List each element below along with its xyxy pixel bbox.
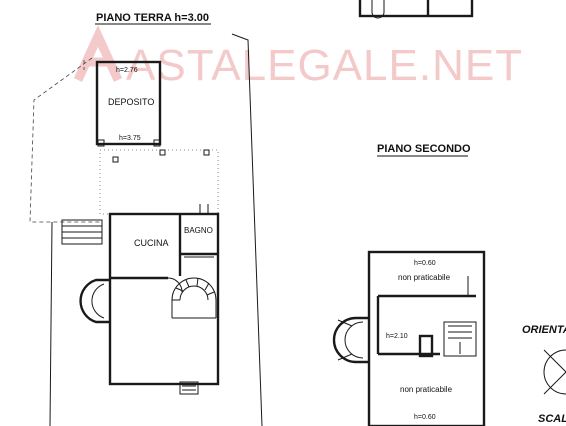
compass-needle [543,371,566,395]
deposito-walls [95,60,162,146]
compass-icon [543,349,566,395]
compass-needle [543,349,566,373]
second-floor-stair [418,321,477,358]
ground-floor-plan: PIANO TERRA h=3.00 DEPOSITO h=2.76 h=3.7… [29,12,263,426]
ground-floor-title: PIANO TERRA h=3.00 [96,12,209,24]
bay-window-inner [91,283,105,319]
stair-tread [185,279,190,288]
deposito-height-top: h=2.76 [116,67,138,74]
chimney-block [418,334,434,358]
bay-window-outer [332,316,369,364]
deposito-room: DEPOSITO h=2.76 h=3.75 [95,60,162,147]
house: CUCINA BAGNO [61,204,220,395]
stair-tread [206,291,215,296]
second-floor-plan: PIANO SECONDO h=0.60 non praticabile h=2… [332,143,486,426]
deposito-post [153,139,161,147]
second-floor-bay-window [332,316,369,364]
upper-partial-bay [371,0,385,19]
watermark-text: ASTALEGALE.NET [126,41,523,90]
stair-tread [196,277,199,287]
stair-well [443,321,477,357]
courtyard-post [203,149,210,156]
stair-tread [175,287,184,292]
second-floor-area-top: non praticabile [398,273,451,282]
courtyard-post [159,149,166,156]
bagno-label: BAGNO [184,226,213,235]
stair-inner-arc [179,285,209,301]
yard-outline [29,57,100,223]
watermark: ASTALEGALE.NET [73,25,523,90]
upper-partial-walls [358,0,474,18]
cucina-label: CUCINA [134,238,169,248]
side-notes: ORIENTA SCALA [522,324,566,425]
front-door [179,381,199,395]
bay-window-roof-line [337,319,353,327]
second-floor-height-middle: h=2.10 [386,333,408,340]
bay-window-roof-line [337,353,353,361]
courtyard-post [112,156,119,163]
bay-window-inner [344,321,364,359]
stair-tread [204,282,210,291]
lot-boundary-right [231,33,263,426]
orientation-label: ORIENTA [522,324,566,336]
deposito-height-bottom: h=3.75 [119,135,141,142]
stair-outer-arc [171,277,217,301]
bay-window-outer [79,278,110,324]
front-door-step [179,381,199,395]
second-floor-title: PIANO SECONDO [377,143,471,155]
second-floor-outer-walls [367,250,486,426]
deposito-label: DEPOSITO [108,97,154,107]
bay-window [79,278,110,324]
house-outer-walls [108,212,220,386]
scale-label: SCALA [538,413,566,425]
second-floor-area-bottom: non praticabile [400,385,453,394]
second-floor-height-top: h=0.60 [414,260,436,267]
second-floor-height-bottom: h=0.60 [414,414,436,421]
upper-floor-partial-plan [358,0,474,19]
deposito-post [97,139,105,147]
compass-ring [543,349,566,395]
lot-boundary-left [49,221,53,426]
entry-steps [61,219,103,245]
spiral-stair [171,277,217,319]
